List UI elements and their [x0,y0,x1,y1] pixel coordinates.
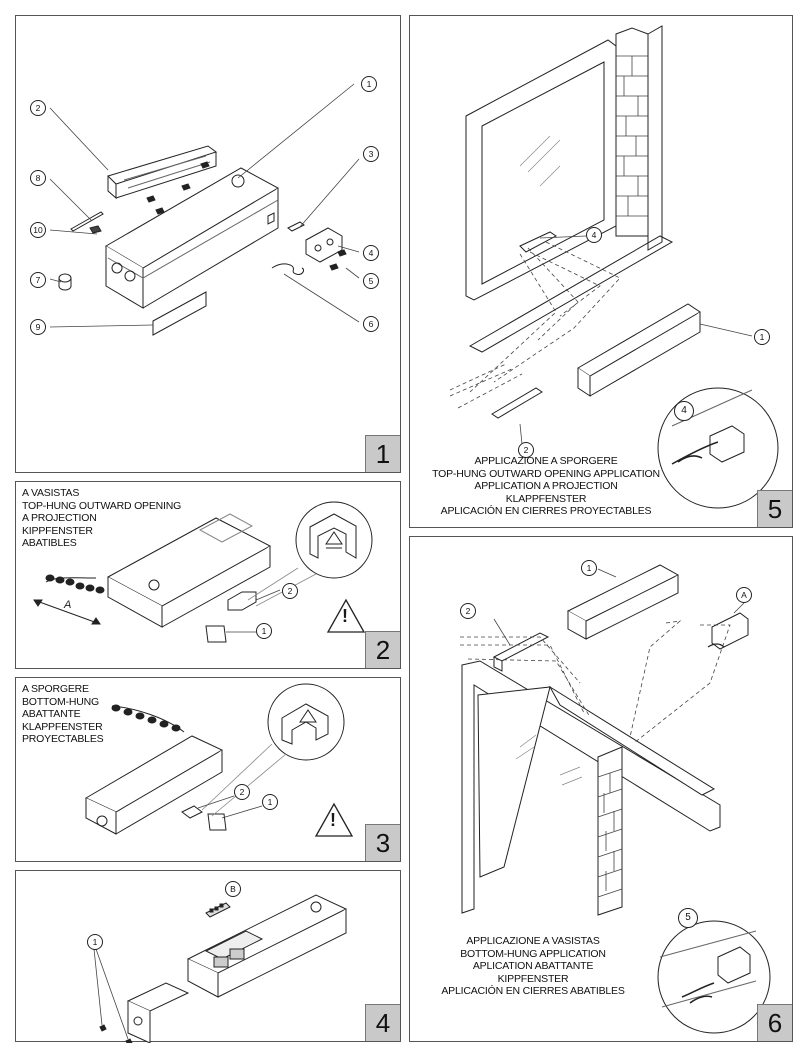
caption-line: APLICATION ABATTANTE [472,960,594,972]
figure-2-caption: A VASISTAS TOP-HUNG OUTWARD OPENING A PR… [22,487,181,550]
figure-number: 4 [365,1004,400,1041]
callout-1: 1 [754,329,770,345]
figure-4-cover-removal: 1 B 4 [15,870,401,1043]
caption-line: KLAPPFENSTER [505,492,587,505]
caption-line: APLICACIÓN EN CIERRES PROYECTABLES [440,505,652,517]
figure-3-caption: A SPORGERE BOTTOM-HUNG ABATTANTE KLAPPFE… [22,683,104,746]
figure-6-caption: APPLICAZIONE A VASISTAS BOTTOM-HUNG APPL… [428,935,638,998]
callout-7: 7 [30,272,46,288]
caption-line: ABATTANTE [22,708,81,720]
figure-1-exploded-assembly: 1 2 3 8 10 4 7 5 9 6 1 [15,15,401,473]
callout-2: 2 [30,100,46,116]
callout-5: 5 [363,273,379,289]
callout-6: 6 [363,316,379,332]
callout-2: 2 [234,784,250,800]
callout-1: 1 [87,934,103,950]
caption-line: ABATIBLES [22,537,77,549]
callout-4: 4 [363,245,379,261]
callout-9: 9 [30,319,46,335]
callout-8: 8 [30,170,46,186]
callout-2: 2 [518,442,534,458]
callout-1: 1 [361,76,377,92]
caption-line: TOP-HUNG OUTWARD OPENING APPLICATION [432,467,660,480]
callout-1: 1 [256,623,272,639]
callout-1: 1 [262,794,278,810]
figure-number: 3 [365,824,400,861]
caption-line: APPLICATION A PROJECTION [474,480,618,492]
caption-line: KIPPFENSTER [22,524,93,537]
callout-1: 1 [581,560,597,576]
figure-6-drawing [460,564,771,1034]
warning-triangle-icon: ! [342,606,348,626]
caption-line: APLICACIÓN EN CIERRES ABATIBLES [441,985,625,997]
figure-5-caption: APPLICAZIONE A SPORGERE TOP-HUNG OUTWARD… [426,455,666,518]
caption-line: BOTTOM-HUNG [22,695,99,708]
figure-2-drawing [33,501,373,643]
callout-2: 2 [460,603,476,619]
figure-6-bottom-hung-application: 1 2 A 5 APPLICAZIONE A VASISTAS BOTTOM-H… [409,536,793,1042]
caption-line: A SPORGERE [22,683,89,695]
figure-1-drawing [49,83,360,336]
warning-triangle-icon: ! [330,810,336,830]
caption-line: A VASISTAS [22,487,80,499]
callout-2: 2 [282,583,298,599]
caption-line: TOP-HUNG OUTWARD OPENING [22,499,182,512]
figure-number: 6 [757,1004,792,1041]
callout-B: B [225,881,241,897]
caption-line: A PROJECTION [22,512,97,524]
caption-line: APPLICAZIONE A SPORGERE [474,455,618,467]
dimension-label: A [64,599,72,611]
callout-A: A [736,587,752,603]
callout-3: 3 [363,146,379,162]
figure-5-top-hung-application: 4 1 2 4 APPLICAZIONE A SPORGERE TOP-HUNG… [409,15,793,528]
figure-2-top-hung: A VASISTAS TOP-HUNG OUTWARD OPENING A PR… [15,481,401,669]
caption-line: BOTTOM-HUNG APPLICATION [460,947,606,960]
caption-line: PROYECTABLES [22,733,104,745]
figure-3-bottom-hung: A SPORGERE BOTTOM-HUNG ABATTANTE KLAPPFE… [15,677,401,862]
figure-number: 1 [365,435,400,472]
callout-5-detail: 5 [678,908,698,928]
caption-line: APPLICAZIONE A VASISTAS [466,935,600,947]
callout-4: 4 [586,227,602,243]
figure-3-drawing [84,683,354,837]
figure-number: 2 [365,631,400,668]
caption-line: KLAPPFENSTER [22,720,103,733]
figure-5-drawing [449,25,779,509]
figure-number: 5 [757,490,792,527]
caption-line: KIPPFENSTER [497,972,569,985]
callout-10: 10 [30,222,46,238]
callout-4-detail: 4 [674,401,694,421]
figure-4-drawing [93,894,348,1043]
